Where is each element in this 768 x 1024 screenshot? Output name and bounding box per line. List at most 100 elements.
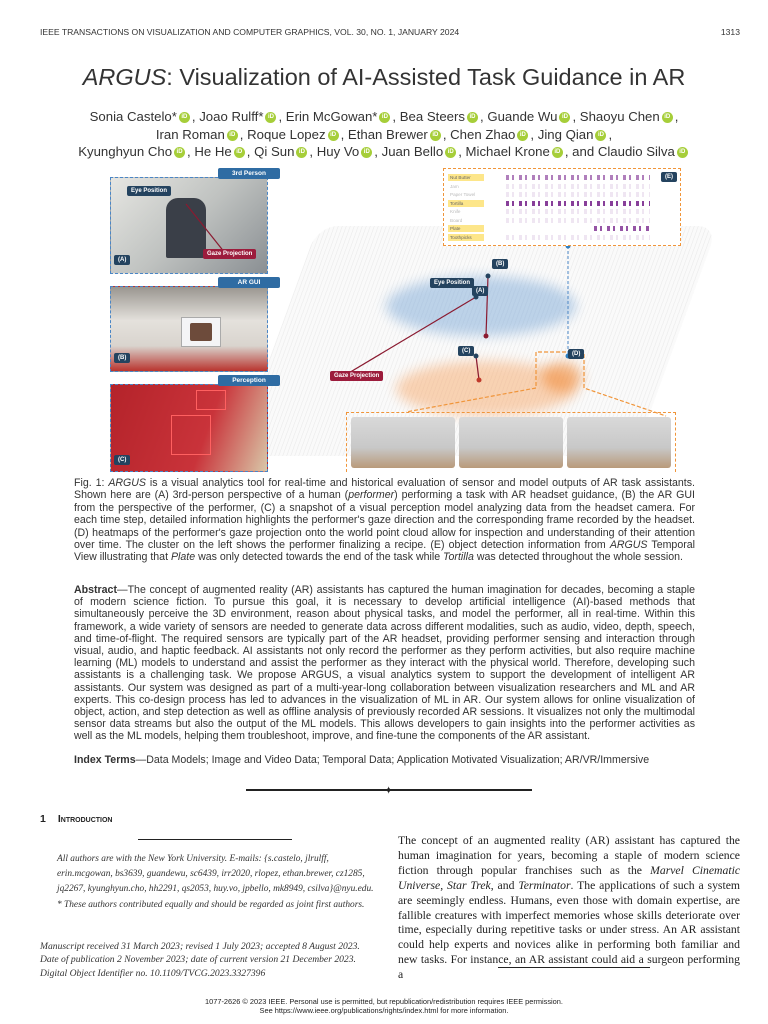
orcid-icon[interactable]: iD xyxy=(661,112,673,124)
author-name: Iran Roman xyxy=(155,127,225,142)
headset-frame xyxy=(351,417,455,468)
label-b: (B) xyxy=(114,353,131,363)
orcid-icon[interactable]: iD xyxy=(676,147,688,159)
author-line-1: Sonia Castelo*iD, Joao Rulff*iD, Erin Mc… xyxy=(89,109,679,124)
temporal-row-label[interactable]: Tortilla xyxy=(448,199,484,207)
label-a-cloud: (A) xyxy=(472,286,489,296)
orcid-icon[interactable]: iD xyxy=(296,147,308,159)
section-title: Introduction xyxy=(57,813,113,825)
running-header: IEEE TRANSACTIONS ON VISUALIZATION AND C… xyxy=(40,27,740,37)
author-footnote: All authors are with the New York Univer… xyxy=(57,854,374,910)
orcid-icon[interactable]: iD xyxy=(174,147,186,159)
author-name: Chen Zhao xyxy=(450,127,516,142)
orcid-icon[interactable]: iD xyxy=(379,112,391,124)
author-name: Michael Krone xyxy=(465,144,550,159)
temporal-row-label[interactable]: Plate xyxy=(448,225,484,232)
index-terms-label: Index Terms xyxy=(74,754,136,766)
caption-text: Temporal View illustrating that xyxy=(74,539,695,564)
orcid-icon[interactable]: iD xyxy=(551,147,563,159)
caption-text: ) performing a task with AR headset guid… xyxy=(74,489,695,552)
gaze-projection-label: Gaze Projection xyxy=(330,371,384,381)
section-number: 1 xyxy=(40,813,46,825)
label-b-cloud: (B) xyxy=(492,259,509,269)
abstract: Abstract—The concept of augmented realit… xyxy=(74,584,695,743)
temporal-row-label[interactable]: Toothpicks xyxy=(448,233,484,241)
panel-3rd-person: Eye Position Gaze Projection (A) xyxy=(110,177,268,274)
headset-frame xyxy=(567,417,671,468)
detection-box xyxy=(196,390,226,410)
caption-text: is a visual analytics tool for real-time… xyxy=(74,477,695,502)
orcid-icon[interactable]: iD xyxy=(429,130,441,142)
page-number: 1313 xyxy=(720,27,740,37)
author-name: He He xyxy=(194,144,232,159)
orcid-icon[interactable]: iD xyxy=(361,147,373,159)
orcid-icon[interactable]: iD xyxy=(517,130,529,142)
gaze-projection-label-a: Gaze Projection xyxy=(203,249,257,259)
detection-bar xyxy=(506,209,650,214)
caption-argus: ARGUS xyxy=(108,477,147,489)
orcid-icon[interactable]: iD xyxy=(327,130,339,142)
temporal-row-label[interactable]: Board xyxy=(450,217,463,223)
intro-terminator: Terminator xyxy=(518,878,571,892)
introduction-text: The concept of an augmented reality (AR)… xyxy=(398,834,740,983)
eye-position-label-a: Eye Position xyxy=(127,186,172,196)
author-name: Joao Rulff* xyxy=(199,109,264,124)
column-rule xyxy=(498,967,650,968)
detection-bar xyxy=(506,217,650,223)
orcid-icon[interactable]: iD xyxy=(226,130,238,142)
tab-perception: Perception xyxy=(218,375,280,386)
eye-position-label: Eye Position xyxy=(430,278,475,288)
headset-frames xyxy=(346,412,676,472)
intro-mcu: Marvel Cinematic Universe xyxy=(398,863,741,892)
section-heading: 1 Introduction xyxy=(40,813,112,825)
paper-title: ARGUS: Visualization of AI-Assisted Task… xyxy=(0,64,768,91)
copyright-line: 1077-2626 © 2023 IEEE. Personal use is p… xyxy=(205,997,563,1006)
caption-plate: Plate xyxy=(170,551,196,564)
orcid-icon[interactable]: iD xyxy=(467,112,478,124)
title-rest: : Visualization of AI-Assisted Task Guid… xyxy=(166,64,686,90)
author-name: Kyunghyun Cho xyxy=(78,144,173,159)
author-name: Sonia Castelo* xyxy=(89,109,177,124)
abstract-label: Abstract xyxy=(74,584,117,596)
detection-bar xyxy=(506,175,650,180)
orcid-icon[interactable]: iD xyxy=(559,112,571,124)
label-c: (C) xyxy=(114,455,131,465)
detection-bar xyxy=(506,234,650,240)
orcid-icon[interactable]: iD xyxy=(233,147,245,159)
temporal-row-label[interactable]: Paper Towel xyxy=(450,192,476,197)
figure-1: Eye Position (A) (B) (C) (D) Gaze Projec… xyxy=(106,166,718,472)
orcid-icon[interactable]: iD xyxy=(445,147,457,159)
orcid-icon[interactable]: iD xyxy=(265,112,277,124)
detection-bar xyxy=(506,183,650,189)
label-a: (A) xyxy=(114,255,131,265)
detection-box xyxy=(171,415,211,455)
doi: Digital Object Identifier no. 10.1109/TV… xyxy=(40,967,266,979)
title-system-name: ARGUS xyxy=(82,64,167,90)
tab-3rd-person: 3rd Person xyxy=(218,168,280,179)
author-name: Shaoyu Chen xyxy=(579,109,660,124)
index-terms-text: —Data Models; Image and Video Data; Temp… xyxy=(135,754,650,766)
abstract-text: —The concept of augmented reality (AR) a… xyxy=(74,584,695,743)
orcid-icon[interactable]: iD xyxy=(595,130,607,142)
author-name: Guande Wu xyxy=(487,109,558,124)
temporal-row-label[interactable]: Jam xyxy=(450,183,459,189)
orcid-icon[interactable]: iD xyxy=(178,112,190,124)
detection-bar xyxy=(506,192,650,197)
temporal-row-label[interactable]: Knife xyxy=(450,209,461,214)
label-c-cloud: (C) xyxy=(458,346,475,356)
author-name: Juan Bello xyxy=(381,144,444,159)
panel-ar-gui: (B) xyxy=(110,286,268,372)
caption-text: was detected throughout the whole sessio… xyxy=(473,551,683,564)
publication-dates: Date of publication 2 November 2023; dat… xyxy=(40,954,356,966)
caption-tortilla: Tortilla xyxy=(443,551,474,564)
detection-bar xyxy=(594,226,650,231)
intro-star-trek: Star Trek xyxy=(447,878,491,892)
detection-bar xyxy=(506,200,650,206)
temporal-row-label[interactable]: Nut Butter xyxy=(448,174,484,181)
manuscript-dates: Manuscript received 31 March 2023; revis… xyxy=(40,941,360,952)
author-name: Huy Vo xyxy=(316,144,360,159)
gaze-heatmap-orange-d xyxy=(542,362,582,392)
